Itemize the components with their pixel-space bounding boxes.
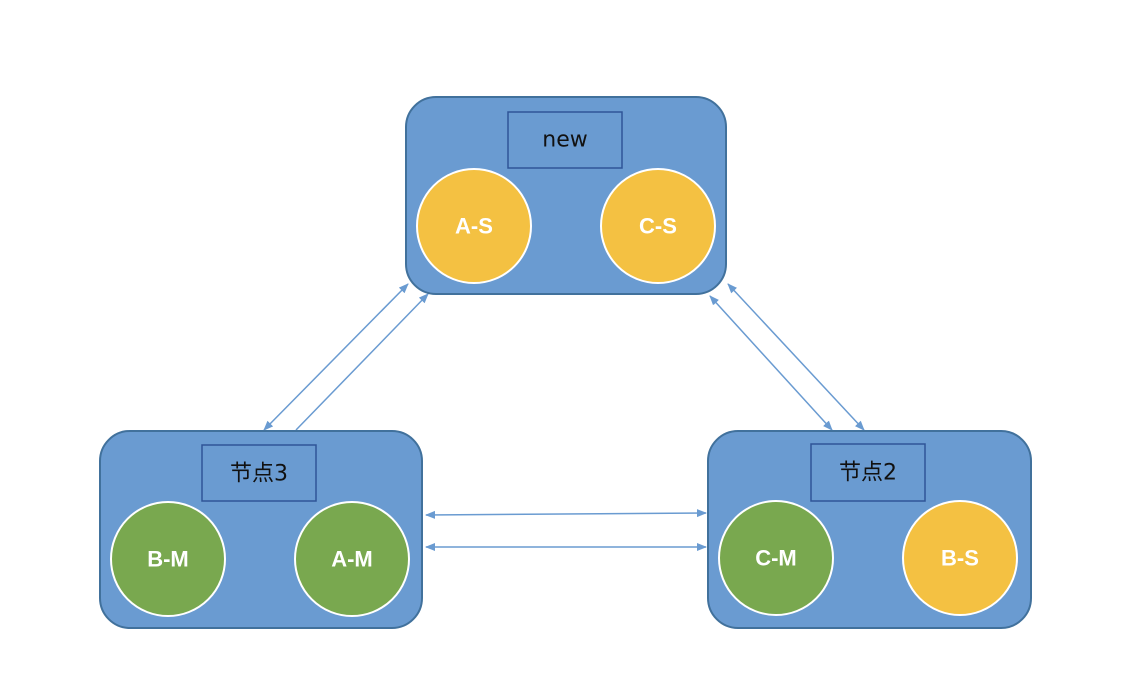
shard-b-m-label: B-M <box>147 547 189 572</box>
shard-a-m <box>294 501 410 617</box>
shard-a-m-label: A-M <box>331 547 373 572</box>
link-left-right-a <box>425 509 707 519</box>
shard-b-s-label: B-S <box>941 546 979 571</box>
shard-c-m <box>718 500 834 616</box>
link-left-top-a <box>263 283 409 431</box>
node-new[interactable]: new A-S C-S <box>405 96 727 295</box>
node-3-label-box <box>201 444 317 502</box>
node-new-label-box <box>507 111 623 169</box>
shard-c-s <box>600 168 716 284</box>
shard-c-m-label: C-M <box>755 546 797 571</box>
node-2[interactable]: 节点2 C-M B-S <box>707 430 1032 629</box>
link-right-top-a <box>709 295 833 431</box>
node-3-label: 节点3 <box>230 462 288 487</box>
shard-a-s-label: A-S <box>455 214 493 239</box>
shard-b-s <box>902 500 1018 616</box>
link-left-top-b <box>295 293 429 431</box>
node-3[interactable]: 节点3 B-M A-M <box>99 430 423 629</box>
node-new-label: new <box>542 128 587 153</box>
links <box>263 283 865 551</box>
shard-b-m <box>110 501 226 617</box>
shard-a-s <box>416 168 532 284</box>
node-2-label: 节点2 <box>839 461 897 486</box>
link-right-top-b <box>727 283 865 431</box>
shard-c-s-label: C-S <box>639 214 677 239</box>
node-2-label-box <box>810 443 926 502</box>
